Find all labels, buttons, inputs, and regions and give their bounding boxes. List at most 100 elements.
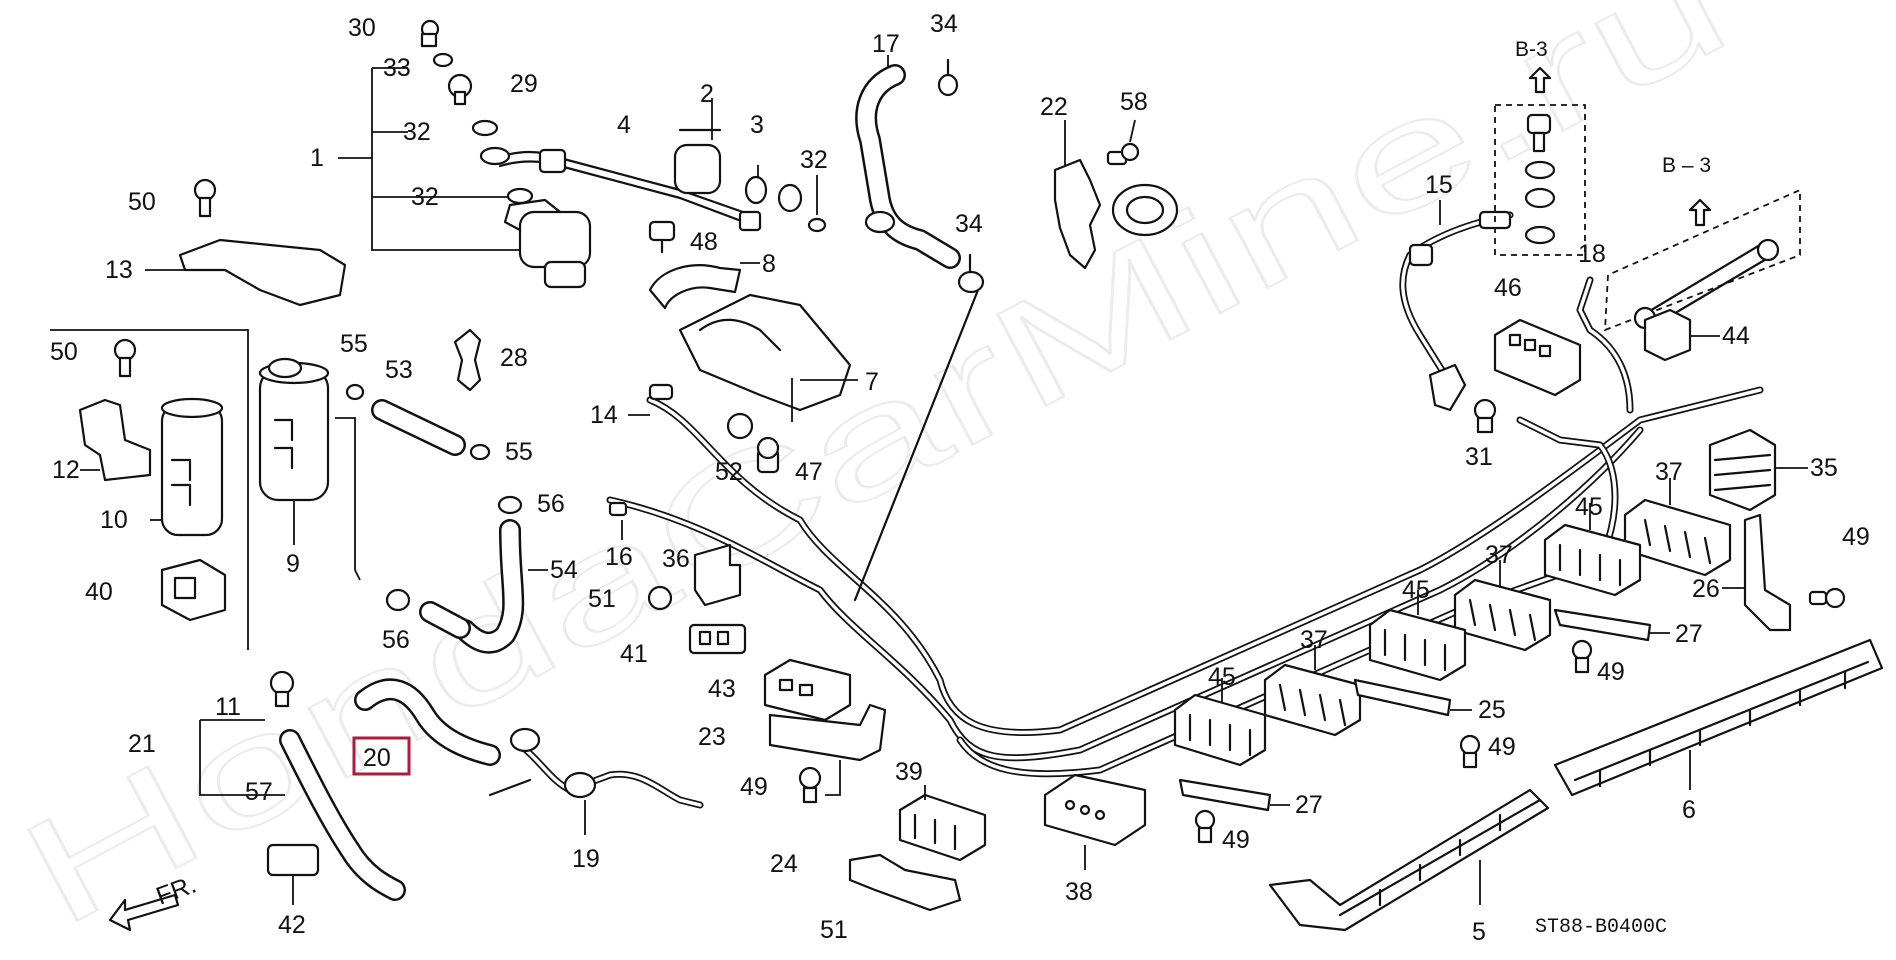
callout-45-upper: 45: [1575, 493, 1603, 521]
callout-20-highlighted: 20: [363, 744, 391, 772]
charcoal-canister-10: [150, 397, 224, 537]
callout-58: 58: [1120, 88, 1148, 116]
callout-49-d: 49: [1222, 826, 1250, 854]
clip-37-low: [1263, 645, 1362, 737]
bracket-36: [647, 543, 742, 611]
clip-45-low: [1173, 678, 1267, 767]
callout-5: 5: [1472, 918, 1486, 946]
clip-45-upper: [1543, 503, 1642, 597]
callout-51-b: 51: [820, 916, 848, 944]
callout-29: 29: [510, 70, 538, 98]
callout-56-a: 56: [537, 490, 565, 518]
charcoal-canister-9: [258, 357, 361, 581]
clip-45-mid: [1368, 590, 1467, 682]
clip-37-upper: [1623, 478, 1732, 577]
callout-14: 14: [590, 401, 618, 429]
fuel-pipe-bundle: [606, 276, 1764, 778]
bracket-40: [160, 558, 227, 622]
callout-labels: 1 2 3 4 5 6 7 8 9 10 11 12 13 14 15 16 1…: [50, 10, 1870, 946]
callout-33: 33: [383, 54, 411, 82]
callout-37-mid: 37: [1485, 541, 1513, 569]
callout-28: 28: [500, 344, 528, 372]
canister-group-bracket: [50, 329, 249, 650]
clip-46: [1493, 318, 1582, 397]
callout-42: 42: [278, 911, 306, 939]
callout-27-lower: 27: [1295, 791, 1323, 819]
callout-27-upper: 27: [1675, 620, 1703, 648]
bracket-12: [78, 398, 152, 482]
callout-47: 47: [795, 458, 823, 486]
callout-37-upper: 37: [1655, 458, 1683, 486]
callout-22: 22: [1040, 93, 1068, 121]
b3-box-a: [1494, 66, 1586, 256]
callout-32-c: 32: [800, 146, 828, 174]
plate-27-lower: [1178, 778, 1290, 812]
callout-15: 15: [1425, 171, 1453, 199]
callout-49-right: 49: [1842, 523, 1870, 551]
callout-50-b: 50: [50, 338, 78, 366]
fuel-pipe-14: [608, 383, 674, 540]
callout-34-a: 34: [930, 10, 958, 38]
callout-3: 3: [750, 111, 764, 139]
clip-39: [898, 785, 987, 862]
callout-53: 53: [385, 356, 413, 384]
b3-box-b: [1604, 188, 1801, 332]
callout-25: 25: [1478, 696, 1506, 724]
fuel-pipe-19: [488, 727, 704, 835]
bracket-23: [768, 703, 887, 796]
callout-40: 40: [85, 578, 113, 606]
bracket-24: [848, 853, 962, 912]
fuel-pressure-regulator: [338, 19, 592, 289]
callout-49-e: 49: [740, 773, 768, 801]
callout-46: 46: [1494, 274, 1522, 302]
callout-32-a: 32: [403, 118, 431, 146]
callout-43: 43: [708, 675, 736, 703]
fuel-hose-4: [479, 98, 827, 233]
callout-49-b: 49: [1597, 658, 1625, 686]
bracket-13: [113, 178, 347, 378]
callout-31: 31: [1465, 443, 1493, 471]
pipe-guard-5: [1268, 788, 1550, 932]
hose-53: [345, 383, 491, 461]
bolts-49: [798, 587, 1846, 844]
clip-41: [688, 623, 747, 655]
fuel-line-15: [1399, 200, 1514, 434]
callout-41: 41: [620, 640, 648, 668]
callout-19: 19: [572, 845, 600, 873]
callout-2: 2: [700, 80, 714, 108]
callout-54: 54: [550, 556, 578, 584]
callout-48: 48: [690, 228, 718, 256]
callout-12: 12: [52, 456, 80, 484]
callout-21: 21: [128, 730, 156, 758]
ref-b3-a: B-3: [1515, 38, 1548, 61]
callout-52: 52: [715, 458, 743, 486]
callout-16: 16: [605, 543, 633, 571]
cover-43: [763, 658, 852, 722]
callout-17: 17: [872, 30, 900, 58]
callout-8: 8: [762, 250, 776, 278]
callout-38: 38: [1065, 878, 1093, 906]
callout-7: 7: [865, 368, 879, 396]
callout-11: 11: [215, 693, 241, 721]
callout-51-a: 51: [588, 585, 616, 613]
callout-9: 9: [286, 550, 300, 578]
callout-35: 35: [1810, 454, 1838, 482]
ref-b3-b: B – 3: [1662, 154, 1711, 177]
callout-23: 23: [698, 723, 726, 751]
callout-39: 39: [895, 758, 923, 786]
clamp-44: [1643, 308, 1720, 362]
callout-36: 36: [662, 545, 690, 573]
callout-32-b: 32: [411, 183, 439, 211]
callout-50-a: 50: [128, 188, 156, 216]
plate-25: [1353, 678, 1472, 717]
callout-56-b: 56: [382, 626, 410, 654]
highlight-box-20: [352, 736, 411, 776]
fuel-return-hose-17: [853, 55, 985, 602]
callout-4: 4: [617, 111, 631, 139]
hose-57: [199, 670, 406, 905]
cover-38: [1043, 773, 1147, 870]
callout-37-low: 37: [1300, 626, 1328, 654]
callout-45-mid: 45: [1402, 576, 1430, 604]
hose-54: [385, 495, 548, 654]
